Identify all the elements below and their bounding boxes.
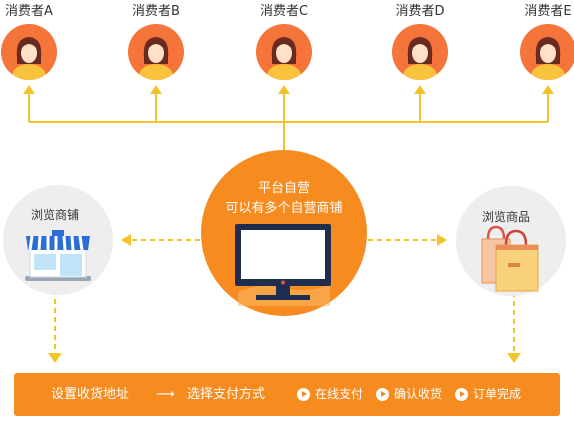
consumer-d: 消费者D (380, 4, 460, 80)
long-arrow-icon: ⟶ (156, 387, 175, 402)
play-icon (376, 388, 389, 401)
center-subtitle: 可以有多个自营商铺 (225, 201, 343, 216)
consumer-d-label: 消费者D (395, 4, 445, 19)
play-icon (455, 388, 468, 401)
consumer-e: 消费者E (508, 4, 574, 80)
consumer-a-label: 消费者A (5, 4, 53, 19)
consumer-c: 消费者C (244, 4, 324, 80)
flow-step-online-pay: 在线支付 (315, 387, 364, 401)
female-avatar-icon (128, 24, 184, 80)
flow-step-address: 设置收货地址 (51, 387, 130, 402)
female-avatar-icon (256, 24, 312, 80)
consumer-b-label: 消费者B (132, 4, 180, 19)
female-avatar-icon (1, 24, 57, 80)
checkout-flow-bar: 设置收货地址 ⟶ 选择支付方式 在线支付 确认收货 订单完成 (14, 373, 560, 416)
browse-shops-label: 浏览商铺 (31, 208, 80, 222)
female-avatar-icon (520, 24, 574, 80)
flow-step-payment-method: 选择支付方式 (187, 387, 266, 402)
storefront-icon (25, 230, 91, 281)
shopping-bags-icon (481, 225, 539, 292)
female-avatar-icon (392, 24, 448, 80)
monitor-icon (235, 224, 331, 306)
consumer-e-label: 消费者E (524, 4, 572, 19)
center-title: 平台自营 (257, 181, 310, 196)
play-icon (297, 388, 310, 401)
consumer-c-label: 消费者C (259, 4, 309, 19)
flow-step-confirm-receipt: 确认收货 (394, 387, 443, 401)
flow-step-order-complete: 订单完成 (473, 387, 522, 401)
consumer-b: 消费者B (116, 4, 196, 80)
consumer-a: 消费者A (0, 4, 69, 80)
browse-goods-label: 浏览商品 (482, 210, 531, 224)
